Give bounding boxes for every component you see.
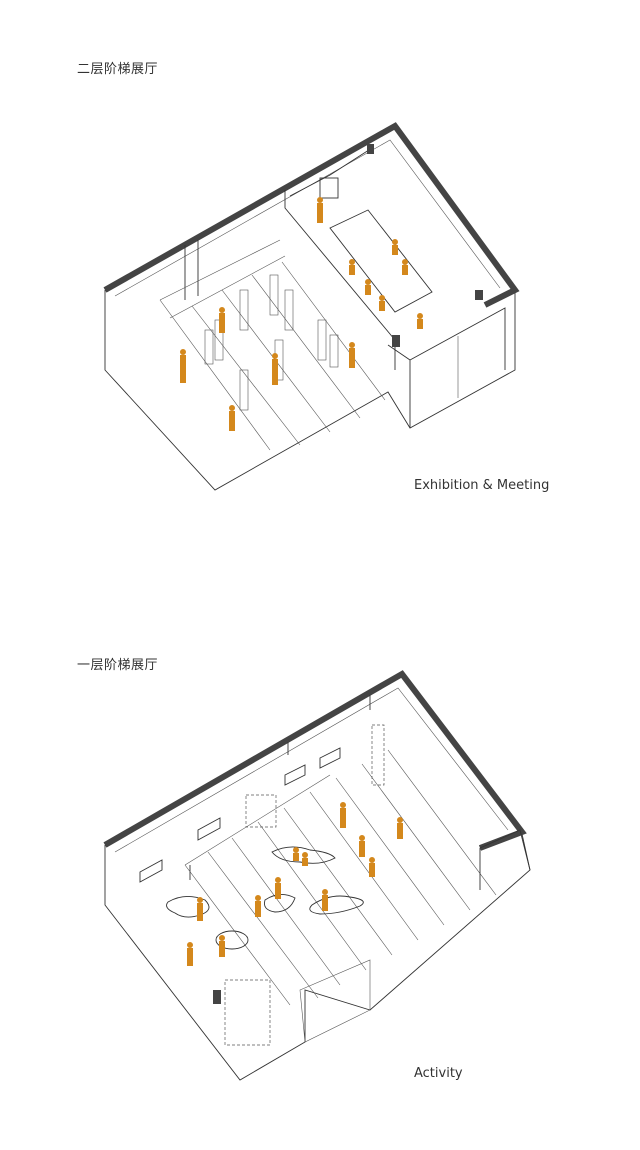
floor2-meeting-table: [329, 209, 433, 313]
floor1-column: [213, 990, 221, 1004]
floor1-wall-shelves: [139, 747, 341, 883]
floor2-display-panels: [204, 274, 339, 411]
floor2-axonometric: [103, 122, 520, 491]
floor2-floor-outline: [104, 290, 516, 491]
floor1-title: 一层阶梯展厅: [77, 658, 159, 673]
floor2-outer-wall: [103, 122, 520, 308]
floor1-floor-outline: [104, 824, 531, 1081]
floor1-caption: Activity: [414, 1066, 463, 1081]
floor2-people: [180, 197, 423, 431]
floor1-dashed-frame: [245, 794, 277, 828]
floor2-partition: [284, 190, 396, 370]
floor1-outer-wall: [103, 670, 527, 851]
floor2-column: [392, 335, 400, 347]
floor1-steps: [184, 749, 497, 1043]
floor1-people: [187, 802, 403, 966]
floor2-caption: Exhibition & Meeting: [414, 478, 550, 493]
floor1-tables: [166, 846, 364, 950]
floor2-title: 二层阶梯展厅: [77, 62, 159, 77]
floor1-axonometric: [103, 670, 531, 1081]
